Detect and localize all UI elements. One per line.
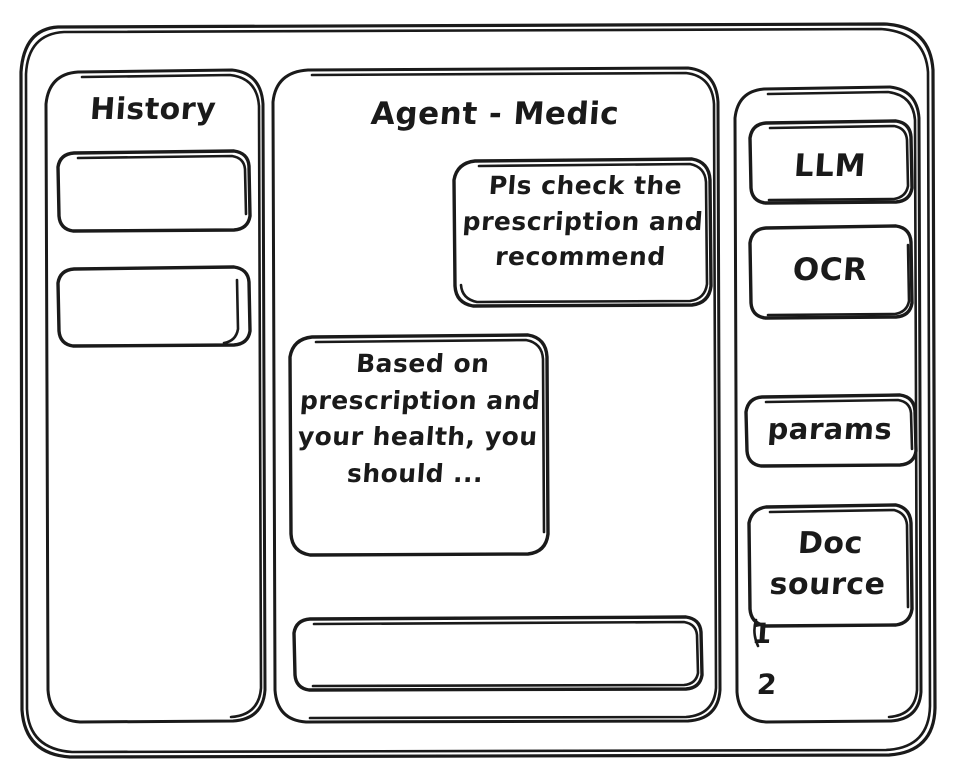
right-sidebar-outline — [733, 85, 923, 724]
ocr-button-outline — [748, 224, 914, 320]
user-message-bubble-outline — [452, 157, 713, 308]
history-item-2-outline — [56, 265, 252, 348]
ocr-button[interactable] — [750, 226, 912, 318]
params-button-outline — [744, 393, 918, 468]
history-panel-title: History — [88, 92, 218, 127]
user-message-bubble — [454, 159, 711, 306]
llm-button-outline — [748, 119, 914, 205]
history-panel-outline — [44, 68, 267, 724]
window-frame — [19, 22, 937, 759]
doc-source-item-2[interactable]: 2 — [755, 668, 779, 701]
doc-source-box-outline — [747, 503, 914, 648]
llm-button[interactable] — [750, 121, 912, 203]
page-title: Agent - Medic — [369, 96, 621, 132]
history-item-1-outline — [56, 149, 252, 233]
message-input[interactable] — [294, 617, 702, 690]
history-item-2[interactable] — [58, 267, 250, 346]
composer-outline — [292, 615, 704, 692]
main-panel-outline — [271, 66, 722, 724]
params-button[interactable] — [746, 395, 916, 466]
assistant-message-bubble-outline — [288, 333, 550, 557]
history-item-1[interactable] — [58, 151, 250, 231]
assistant-message-bubble — [290, 335, 548, 555]
doc-source-button[interactable] — [749, 505, 912, 626]
